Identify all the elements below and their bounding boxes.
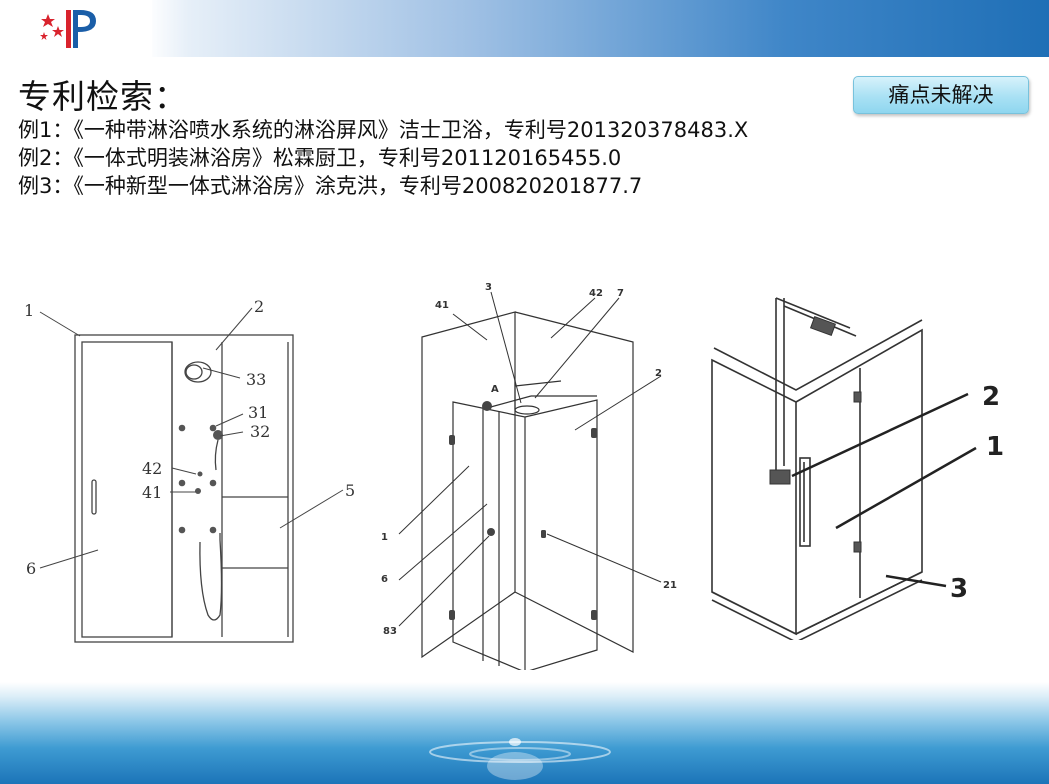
pain-point-badge[interactable]: 痛点未解决 <box>853 76 1029 114</box>
patent-figure-1: 1 2 33 31 32 42 41 5 6 <box>24 297 355 643</box>
fig2-label-1: 1 <box>381 532 388 543</box>
fig1-label-42: 42 <box>142 459 162 478</box>
patent-example-2: 例2：《一体式明装淋浴房》松霖厨卫，专利号201120165455.0 <box>18 146 622 170</box>
fig2-label-2: 2 <box>655 368 662 379</box>
fig1-label-5: 5 <box>345 481 355 500</box>
fig1-label-1: 1 <box>24 301 34 320</box>
fig2-label-42: 42 <box>589 288 603 299</box>
page-title: 专利检索： <box>18 77 188 116</box>
patent-example-1: 例1：《一种带淋浴喷水系统的淋浴屏风》洁士卫浴，专利号201320378483.… <box>18 118 749 142</box>
fig1-label-2: 2 <box>254 297 264 316</box>
fig2-label-6: 6 <box>381 574 388 585</box>
fig1-label-33: 33 <box>246 370 266 389</box>
fig2-label-7: 7 <box>617 288 624 299</box>
fig1-label-41: 41 <box>142 483 162 502</box>
fig2-label-83: 83 <box>383 626 397 637</box>
fig3-label-1: 1 <box>986 432 1004 462</box>
patent-figure-3: 2 1 3 <box>711 297 1004 640</box>
fig2-label-41: 41 <box>435 300 449 311</box>
header-band <box>0 0 1049 57</box>
water-splash-icon <box>429 738 611 780</box>
water-background <box>0 682 1049 784</box>
fig1-label-6: 6 <box>26 559 36 578</box>
fig1-label-32: 32 <box>250 422 270 441</box>
fig1-label-31: 31 <box>248 403 268 422</box>
fig3-label-2: 2 <box>982 382 1000 412</box>
logo-icon <box>40 10 96 48</box>
fig2-label-A: A <box>491 384 499 395</box>
fig2-label-3: 3 <box>485 282 492 293</box>
patent-example-3: 例3：《一种新型一体式淋浴房》涂克洪，专利号200820201877.7 <box>18 174 643 198</box>
fig2-label-21: 21 <box>663 580 677 591</box>
patent-figure-2: 41 3 42 7 A 2 1 6 83 21 <box>381 282 677 670</box>
fig3-label-3: 3 <box>950 574 968 604</box>
